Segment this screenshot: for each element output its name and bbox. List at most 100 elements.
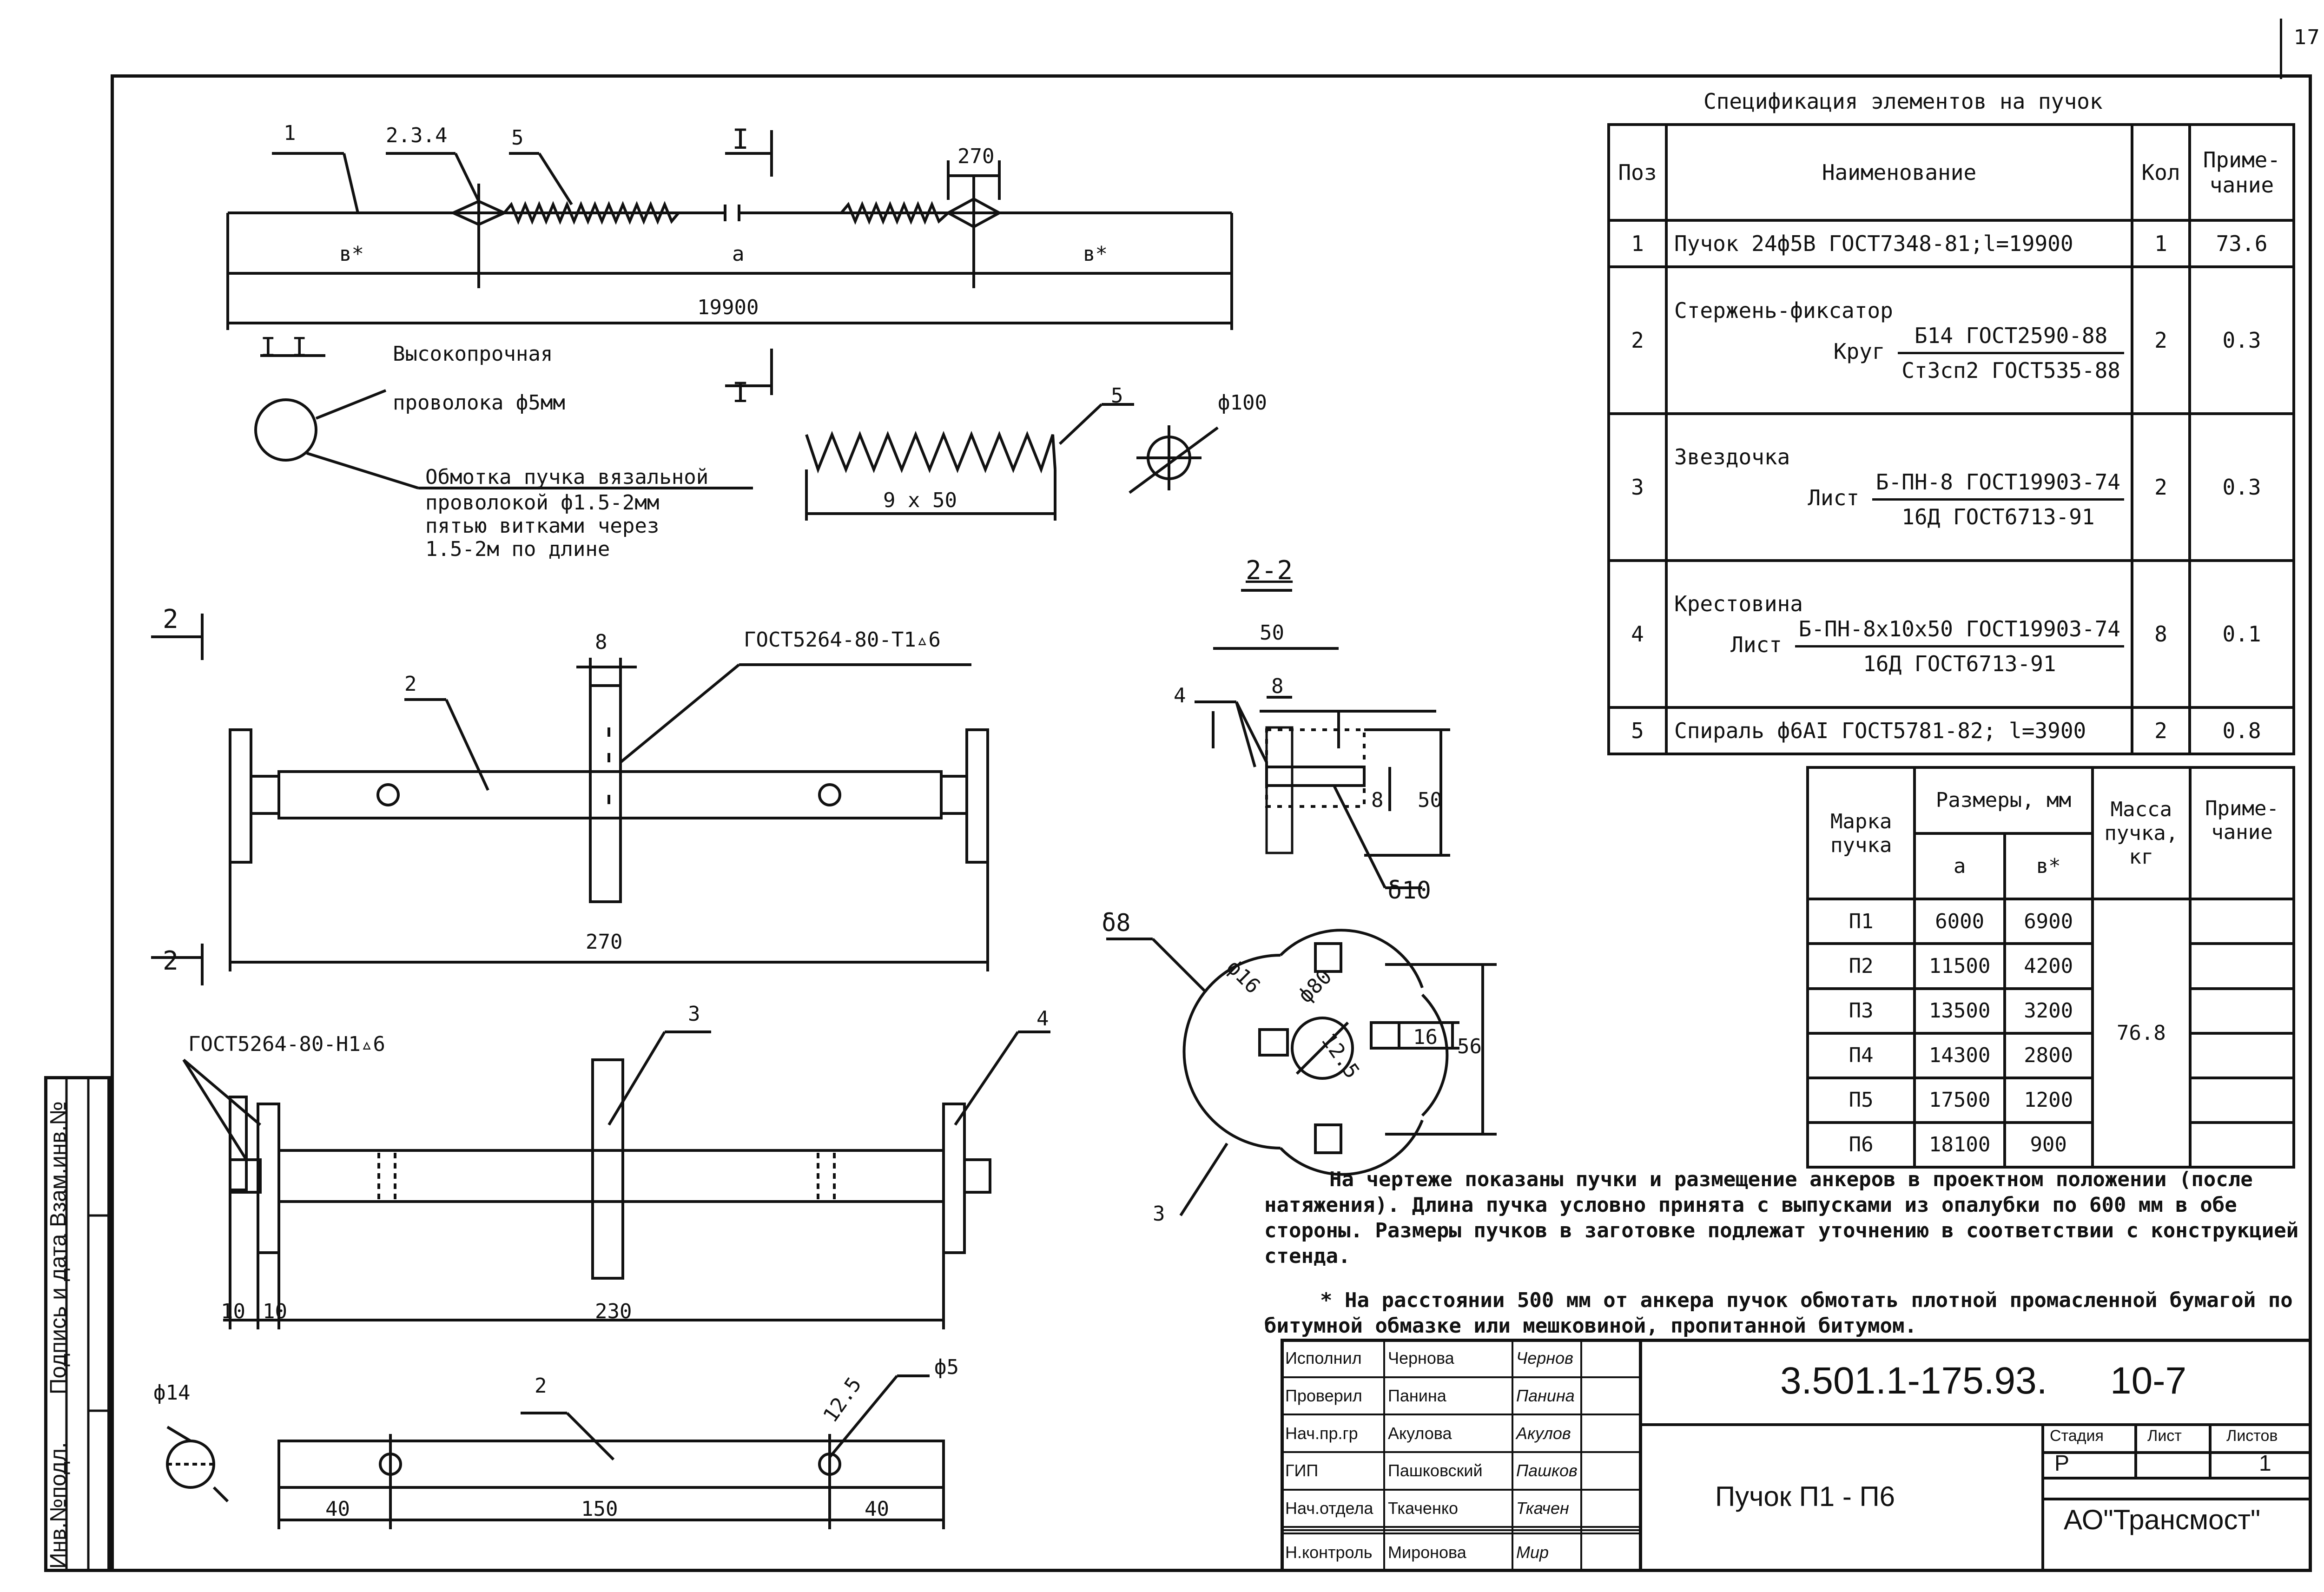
spec-pos: 5: [1607, 706, 1668, 756]
label-rod-d40b: 40: [865, 1497, 889, 1521]
spec-name-title: Крестовина: [1674, 591, 1803, 617]
side-strip: [44, 1076, 111, 1572]
label-asm-pos3: 3: [688, 1002, 700, 1026]
marks-note: [2189, 987, 2295, 1035]
rod-section: [166, 1440, 215, 1489]
spec-note: 0.1: [2188, 559, 2295, 709]
sig-role: Н.контроль: [1281, 1533, 1385, 1572]
spec-header-row: Поз Наименование Кол Приме- чание: [1607, 123, 2295, 222]
sig-name: Пашковский: [1383, 1451, 1513, 1491]
sig-row: [1281, 1526, 1641, 1532]
spec-pos: 1: [1607, 218, 1668, 269]
view-2-top: 2: [163, 604, 178, 634]
sheets-value: 1: [2259, 1451, 2271, 1476]
page-number-divider: [2280, 19, 2282, 79]
label-wire: Высокопрочная: [393, 342, 553, 366]
marks-a: 18100: [1913, 1121, 2006, 1169]
note-star: * На расстоянии 500 мм от анкера пучок о…: [1264, 1288, 2293, 1338]
side-strip-replace: Взам.инв.№: [46, 1101, 71, 1227]
label-spiral-d100: ф100: [1218, 391, 1267, 415]
side-strip-lines: [65, 1076, 111, 1572]
spec-note: 73.6: [2188, 218, 2295, 269]
spec-den: 16Д ГОСТ6713-91: [1863, 651, 2056, 677]
label-22-dim50v: 50: [1418, 788, 1442, 812]
marks-note: [2189, 1031, 2295, 1079]
fixator-left-plate: [229, 728, 252, 864]
spec-row: 2 Стержень-фиксатор Круг Б14 ГОСТ2590-88…: [1607, 265, 2295, 416]
section-2-2-title: 2-2: [1246, 555, 1293, 586]
marks-note: [2189, 1076, 2295, 1124]
marks-row: П3 13500 3200: [1806, 987, 2295, 1035]
sig-signature: Мир: [1512, 1533, 1582, 1572]
section-I-bottom: I: [732, 377, 749, 409]
label-22-dim8: 8: [1271, 674, 1284, 698]
marks-b: 1200: [2003, 1076, 2094, 1124]
marks-row: П6 18100 900: [1806, 1121, 2295, 1169]
marks-table: Марка пучка Размеры, мм Масса пучка, кг …: [1806, 766, 2295, 1169]
label-asm-pos4: 4: [1037, 1007, 1049, 1031]
label-wrap4: 1.5-2м по длине: [425, 537, 610, 561]
label-pos234: 2.3.4: [386, 124, 448, 147]
marks-h-a: а: [1913, 832, 2006, 901]
label-22-dim50: 50: [1260, 621, 1284, 645]
label-b-left: в*: [339, 242, 364, 266]
spec-qty: 2: [2131, 706, 2191, 756]
spec-name-title: Стержень-фиксатор: [1674, 297, 1893, 323]
sig-signature: Чернов: [1512, 1339, 1582, 1378]
marks-note: [2189, 1121, 2295, 1169]
label-wrap2: проволокой ф1.5-2мм: [425, 491, 660, 515]
marks-row: П5 17500 1200: [1806, 1076, 2295, 1124]
spiral-right: [840, 201, 950, 225]
spec-note: 0.8: [2188, 706, 2295, 756]
stage-value: Р: [2054, 1451, 2070, 1476]
spec-h-name: Наименование: [1665, 123, 2133, 222]
title-block-lines: [1639, 1339, 2312, 1572]
marks-mark: П3: [1806, 987, 1916, 1035]
anchor-right: [945, 197, 1003, 229]
drawing-title: Пучок П1 - П6: [1715, 1481, 1895, 1512]
spec-den: 16Д ГОСТ6713-91: [1901, 504, 2095, 530]
sig-name: Миронова: [1383, 1533, 1513, 1572]
label-star-dim16: 16: [1413, 1025, 1438, 1049]
label-rod-d5: ф5: [934, 1355, 959, 1379]
spec-h-note: Приме- чание: [2188, 123, 2295, 222]
sig-signature: Пашков: [1512, 1451, 1582, 1491]
side-strip-sign: Подпись и дата: [46, 1234, 71, 1394]
cross-plate: [1265, 726, 1294, 854]
marks-a: 17500: [1913, 1076, 2006, 1124]
sig-name: Чернова: [1383, 1339, 1513, 1378]
sheet-label: Лист: [2147, 1427, 2182, 1445]
spec-h-qty: Кол: [2131, 123, 2191, 222]
marks-row: П2 11500 4200: [1806, 942, 2295, 990]
marks-h-mark: Марка пучка: [1806, 766, 1916, 901]
spiral-left: [503, 201, 680, 225]
spec-name: Спираль ф6АI ГОСТ5781-82; l=3900: [1665, 706, 2133, 756]
spec-row: 1 Пучок 24ф5В ГОСТ7348-81;l=19900 1 73.6: [1607, 218, 2295, 269]
label-rod-d40a: 40: [325, 1497, 350, 1521]
marks-b: 2800: [2003, 1031, 2094, 1079]
sig-role: Нач.пр.гр: [1281, 1414, 1385, 1453]
doc-code: 3.501.1-175.93.: [1780, 1360, 2047, 1402]
sig-role: Исполнил: [1281, 1339, 1385, 1378]
spiral-detail: [805, 430, 1056, 474]
label-22-pos4: 4: [1174, 684, 1186, 707]
sig-role: ГИП: [1281, 1451, 1385, 1491]
spec-num: Б-ПН-8 ГОСТ19903-74: [1872, 469, 2124, 501]
label-22-dim8b: 8: [1371, 788, 1384, 812]
sig-role: [1281, 1529, 1385, 1535]
spec-h-pos: Поз: [1607, 123, 1668, 222]
notes-block: На чертеже показаны пучки и размещение а…: [1264, 1167, 2305, 1339]
sig-signature: Ткачен: [1512, 1488, 1582, 1528]
label-a: а: [732, 242, 745, 266]
spec-note: 0.3: [2188, 265, 2295, 416]
